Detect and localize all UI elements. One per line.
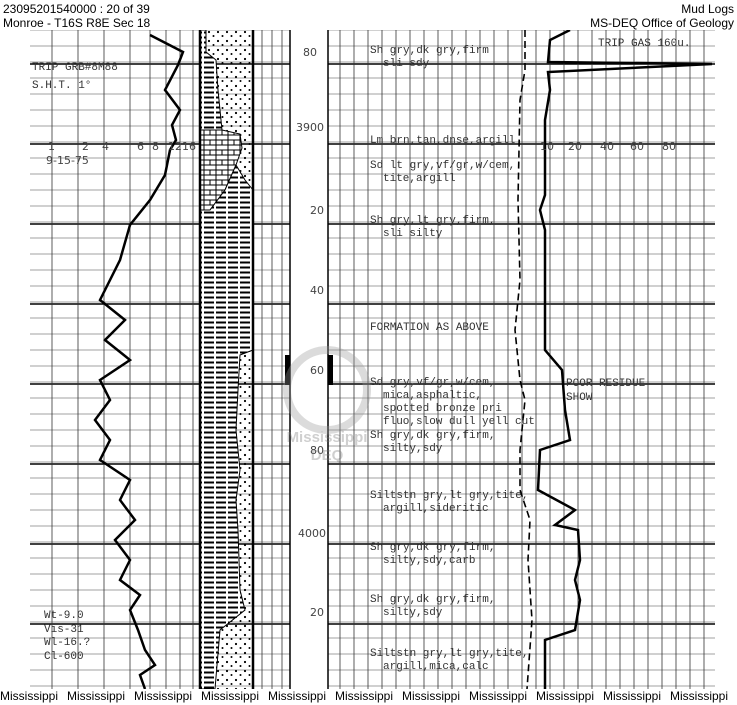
depth-track [290, 30, 328, 689]
description-line: argill,mica,calc [383, 661, 489, 673]
trip-note: TRIP GRB#8M88 [32, 62, 118, 74]
left-notes: TRIP GRB#8M88 S.H.T. 1° 1 2 4 6 8 1216 9… [32, 62, 196, 663]
core-marker [328, 355, 333, 385]
depth-label: 20 [310, 606, 324, 619]
mud-viscosity: Vis-31 [44, 624, 84, 636]
description-line: Sd lt gry,vf/gr,w/cem, [370, 160, 515, 172]
rop-scale-tick: 2 [82, 140, 89, 153]
rop-scale-tick: 1 [48, 140, 55, 153]
sht-note: S.H.T. 1° [32, 80, 91, 92]
gas-scale-tick: 40 [600, 140, 614, 153]
footer-watermark-label: Mississippi [335, 689, 394, 703]
depth-label: 80 [310, 444, 324, 457]
description-line: fluo,slow dull yell cut [383, 416, 535, 428]
footer-watermark-label: Mississippi [536, 689, 595, 703]
header-right: Mud Logs MS-DEQ Office of Geology [590, 2, 734, 30]
description-line: Sh gry,dk gry,firm, [370, 542, 495, 554]
footer-watermark-label: Mississippi [469, 689, 528, 703]
log-grid [30, 30, 715, 689]
footer-watermark-label: Mississippi [402, 689, 461, 703]
gas-scale-tick: 20 [568, 140, 582, 153]
show-note: SHOW [566, 392, 593, 404]
description-line: tite,argill [383, 173, 456, 185]
depth-label: 60 [310, 364, 324, 377]
depth-label: 80 [303, 46, 317, 59]
footer-watermark-label: Mississippi [603, 689, 662, 703]
header-left: 23095201540000 : 20 of 39 Monroe - T16S … [3, 2, 150, 30]
show-note: POOR RESIDUE [566, 378, 646, 390]
footer-watermark-label: Mississippi [201, 689, 260, 703]
trip-gas-note: TRIP GAS 160u. [598, 38, 690, 50]
description-line: argill,sideritic [383, 503, 489, 515]
total-gas-curve [536, 30, 713, 689]
description-line: silty,sdy,carb [383, 555, 475, 567]
description-line: silty,sdy [383, 443, 443, 455]
description-line: Sh gry,dk gry,firm, [370, 430, 495, 442]
core-marker [285, 355, 290, 385]
description-line: Sd gry,vf/gr,w/cem, [370, 377, 495, 389]
description-line: Sh gry,dk gry,firm [370, 45, 489, 57]
gas-notes: TRIP GAS 160u. POOR RESIDUE SHOW 10 20 4… [540, 38, 690, 404]
depth-label: 4000 [298, 527, 326, 540]
footer-watermark-row: Mississippi Mississippi Mississippi Mississ… [0, 689, 737, 705]
depth-label: 40 [310, 284, 324, 297]
description-line: Siltstn gry,lt gry,tite, [370, 648, 528, 660]
document-type: Mud Logs [681, 2, 734, 16]
description-line: silty,sdy [383, 607, 443, 619]
description-line: Siltstn gry,lt gry,tite, [370, 490, 528, 502]
rop-scale-tick: 1216 [168, 140, 196, 153]
agency-label: MS-DEQ Office of Geology [590, 16, 734, 30]
description-line: FORMATION AS ABOVE [370, 322, 489, 334]
footer-watermark-label: Mississippi [67, 689, 126, 703]
mud-chlorides: Cl-600 [44, 651, 84, 663]
rop-curve [93, 33, 185, 689]
rop-scale-tick: 8 [152, 140, 159, 153]
description-line: mica,asphaltic, [383, 390, 482, 402]
footer-watermark-label: Mississippi [268, 689, 327, 703]
log-date: 9-15-75 [46, 154, 89, 167]
gas-scale-tick: 10 [540, 140, 554, 153]
location-label: Monroe - T16S R8E Sec 18 [3, 16, 151, 30]
gas-scale-tick: 60 [630, 140, 644, 153]
description-line: spotted bronze pri [383, 403, 502, 415]
description-line: sli sdy [383, 58, 430, 70]
rop-scale-tick: 4 [102, 140, 109, 153]
lithology-column [198, 30, 255, 689]
mud-log-scan: 80 3900 20 40 60 80 4000 20 TRIP GRB#8M8… [30, 30, 715, 689]
gas-scale-tick: 80 [662, 140, 676, 153]
depth-label: 3900 [296, 121, 324, 134]
mud-water-loss: Wl-16.? [44, 637, 90, 649]
description-line: Sh gry,lt gry,firm, [370, 215, 495, 227]
footer-watermark-label: Mississippi [134, 689, 193, 703]
footer-watermark-label: Mississippi [0, 689, 59, 703]
depth-label: 20 [310, 204, 324, 217]
document-id: 23095201540000 : 20 of 39 [3, 2, 150, 16]
description-line: Sh gry,dk gry,firm, [370, 594, 495, 606]
footer-watermark-label: Mississippi [670, 689, 729, 703]
mud-weight: Wt-9.0 [44, 610, 84, 622]
description-line: sli silty [383, 228, 443, 240]
rop-scale-tick: 6 [137, 140, 144, 153]
depth-labels: 80 3900 20 40 60 80 4000 20 [296, 46, 326, 619]
description-line: Lm brn,tan,dnse,argill [370, 135, 515, 147]
